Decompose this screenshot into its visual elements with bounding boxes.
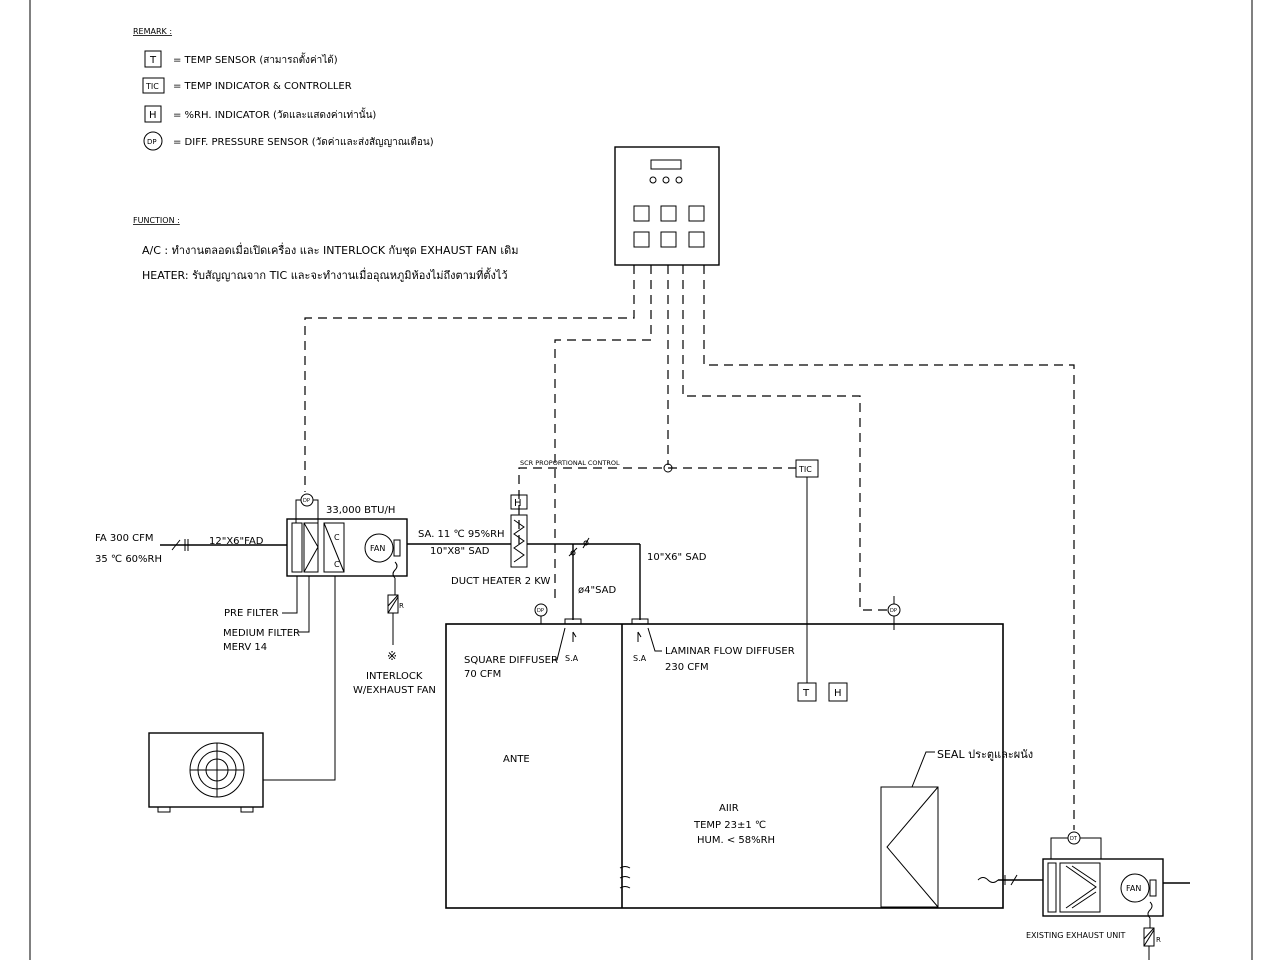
exhaust-unit-label: EXISTING EXHAUST UNIT: [1026, 931, 1126, 940]
medium-filter: [303, 522, 319, 573]
legend-dp-symbol: [143, 131, 163, 151]
exhaust-relay-label: R: [1156, 936, 1161, 944]
legend-t-letter: T: [149, 55, 157, 66]
ahu-fan: [364, 533, 394, 563]
supply-duct: SA. 11 ℃ 95%RH 10"X8" SAD H DUCT HEATER …: [407, 494, 707, 620]
dp-sensor-aiir: DP: [887, 596, 901, 630]
square-sa-label: S.A: [565, 654, 579, 663]
legend-dp-text: = DIFF. PRESSURE SENSOR (วัดค่าและส่งสัญ…: [173, 136, 434, 148]
remark-legend: REMARK : T = TEMP SENSOR (สามารถตั้งค่าไ…: [133, 27, 434, 151]
dp-aiir-label: DP: [890, 608, 897, 614]
function-notes: FUNCTION : A/C : ทำงานตลอดเมื่อเปิดเครื่…: [133, 216, 519, 282]
aiir-temp: TEMP 23±1 ℃: [693, 820, 766, 831]
scr-label: SCR PROPORTIONAL CONTROL: [520, 459, 620, 467]
humidity-sensor: [828, 682, 848, 702]
panel-display: [650, 159, 682, 170]
seal-note: SEAL ประตูและผนัง: [937, 748, 1033, 761]
tic-controller: TIC: [795, 459, 819, 683]
fad-duct: 12"X6"FAD: [209, 536, 264, 547]
laminar-diffuser: LAMINAR FLOW DIFFUSER 230 CFM S.A: [631, 618, 795, 673]
cooling-coil: [323, 522, 345, 573]
legend-h-text: = %RH. INDICATOR (วัดและแสดงค่าเท่านั้น): [173, 107, 376, 121]
tic-label: TIC: [798, 465, 812, 474]
legend-h-letter: H: [149, 110, 157, 121]
legend-tic-text: = TEMP INDICATOR & CONTROLLER: [173, 81, 352, 92]
exhaust-unit: FAN DT EXISTING EXHAUST UNIT R: [977, 831, 1190, 960]
laminar-diffuser-label: LAMINAR FLOW DIFFUSER: [665, 646, 795, 657]
ahu-capacity: 33,000 BTU/H: [326, 505, 395, 516]
legend-tic-symbol: [142, 77, 165, 94]
temp-sensor-label: T: [802, 688, 810, 699]
ante-room-label: ANTE: [503, 754, 530, 765]
humidity-sensor-label: H: [834, 688, 842, 699]
square-diffuser-cfm: 70 CFM: [464, 669, 501, 680]
square-diffuser: SQUARE DIFFUSER 70 CFM S.A: [464, 618, 582, 680]
condensing-unit: [148, 576, 336, 813]
ahu-dp-label: DP: [303, 498, 310, 504]
room-plan: ANTE AIIR TEMP 23±1 ℃ HUM. < 58%RH: [445, 623, 1004, 909]
aiir-room-label: AIIR: [719, 803, 739, 814]
dp-sensor-ante: DP: [534, 603, 548, 624]
remark-title: REMARK :: [133, 27, 172, 36]
heater-h-sensor: H: [514, 498, 522, 509]
fa-condition: 35 ℃ 60%RH: [95, 554, 162, 565]
door: SEAL ประตูและผนัง: [880, 748, 1033, 908]
legend-t-symbol: [144, 50, 162, 68]
laminar-sa-label: S.A: [633, 654, 647, 663]
function-title: FUNCTION :: [133, 216, 180, 225]
laminar-diffuser-cfm: 230 CFM: [665, 662, 709, 673]
interlock-symbol: ※: [387, 649, 397, 663]
interlock-line1: INTERLOCK: [366, 671, 423, 682]
legend-tic-letter: TIC: [145, 82, 159, 91]
function-heater: HEATER: รับสัญญาณจาก TIC และจะทำงานเมื่อ…: [142, 267, 508, 282]
function-ac: A/C : ทำงานตลอดเมื่อเปิดเครื่อง และ INTE…: [142, 242, 519, 257]
ahu-relay-label: R: [399, 602, 404, 610]
interlock-line2: W/EXHAUST FAN: [353, 685, 436, 696]
fa-cfm: FA 300 CFM: [95, 533, 153, 544]
dp-ante-label: DP: [537, 608, 544, 614]
coil-label-1: C: [334, 533, 340, 542]
square-diffuser-label: SQUARE DIFFUSER: [464, 655, 558, 666]
coil-label-2: C: [334, 560, 340, 569]
exhaust-fan-label: FAN: [1126, 884, 1141, 893]
sad-duct-1: 10"X8" SAD: [430, 546, 490, 557]
pre-filter-label: PRE FILTER: [224, 608, 279, 619]
aiir-hum: HUM. < 58%RH: [697, 835, 775, 846]
merv-label: MERV 14: [223, 642, 267, 653]
pre-filter: [291, 522, 303, 573]
ahu-fan-label: FAN: [370, 544, 385, 553]
fresh-air-duct: FA 300 CFM 35 ℃ 60%RH 12"X6"FAD: [95, 533, 287, 565]
exhaust-dt-label: DT: [1070, 836, 1078, 842]
duct-heater-label: DUCT HEATER 2 KW: [451, 576, 550, 587]
temp-sensor: [797, 682, 817, 702]
sad-duct-3: ø4"SAD: [578, 585, 616, 596]
medium-filter-label: MEDIUM FILTER: [223, 628, 300, 639]
control-wiring: [304, 265, 1075, 830]
legend-h-symbol: [144, 105, 162, 123]
legend-dp-letter: DP: [147, 138, 157, 146]
ahu-unit: C C FAN DP 33,000 BTU/H R: [286, 493, 408, 645]
sad-duct-2: 10"X6" SAD: [647, 552, 707, 563]
sa-condition: SA. 11 ℃ 95%RH: [418, 529, 505, 540]
legend-t-text: = TEMP SENSOR (สามารถตั้งค่าได้): [173, 52, 338, 66]
control-panel: [614, 146, 720, 266]
